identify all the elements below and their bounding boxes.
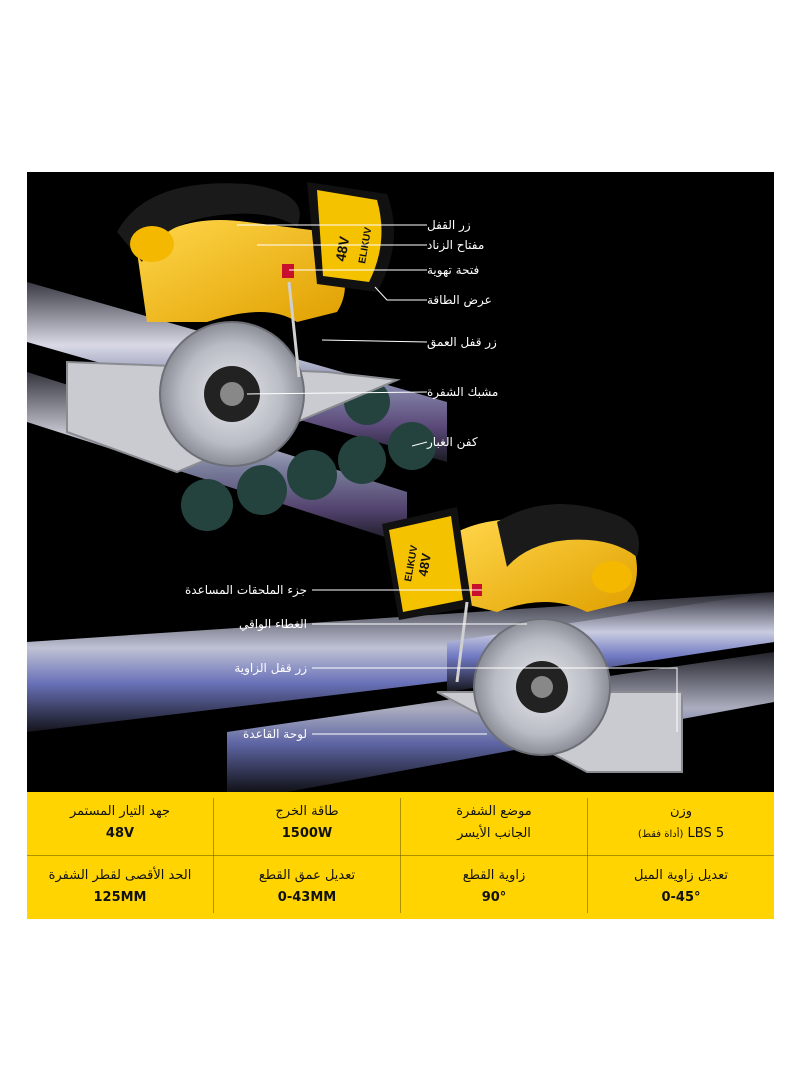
circular-saw-illustration: 48V ELIKUV 48V EL	[27, 182, 774, 792]
callout-blade-clamp: مشبك الشفرة	[427, 385, 499, 399]
callout-vent: فتحة تهوية	[427, 263, 480, 277]
blade-clamp-top	[220, 382, 244, 406]
callout-accessory-part: جزء الملحقات المساعدة	[184, 583, 307, 597]
battery-voltage-bottom: 48V	[415, 552, 434, 578]
battery-voltage-top: 48V	[332, 235, 352, 263]
product-illustration: 48V ELIKUV 48V EL	[27, 172, 774, 792]
callout-lock-button: زر القفل	[427, 218, 471, 232]
spec-max-blade-diameter: الحد الأقصى لقطر الشفرة 125MM	[48, 868, 192, 905]
saw-bottom: 48V ELIKUV	[382, 504, 683, 773]
callout-dust-port: كفن الغبار	[427, 435, 478, 449]
spec-weight: وزن 5 LBS (أداة فقط)	[637, 804, 725, 841]
spec-dc-voltage: جهد التيار المستمر 48V	[69, 804, 171, 841]
spec-table: جهد التيار المستمر 48V طاقة الخرج 1500W …	[27, 792, 774, 919]
callout-guard: الغطاء الواقي	[239, 617, 307, 631]
spec-cut-depth: تعديل عمق القطع 0-43MM	[258, 868, 356, 905]
callout-angle-lock: زر قفل الزاوية	[234, 661, 307, 675]
spec-weight-value: 5 LBS	[687, 826, 725, 841]
callout-lines-top	[237, 224, 428, 447]
spec-blade-position: موضع الشفرة الجانب الأيسر	[456, 804, 532, 841]
spec-weight-note: (أداة فقط)	[637, 829, 684, 840]
spec-output-power: طاقة الخرج 1500W	[275, 804, 339, 841]
spec-bevel-adjust: تعديل زاوية الميل 0-45°	[633, 868, 729, 905]
callout-depth-lock: زر قفل العمق	[427, 335, 497, 349]
handle-top	[117, 183, 300, 262]
spec-cut-angle: زاوية القطع 90°	[462, 868, 526, 905]
callout-power-display: عرض الطاقة	[427, 293, 492, 307]
callout-trigger-switch: مفتاح الزناد	[427, 238, 485, 252]
callout-base-plate: لوحة القاعدة	[243, 727, 307, 741]
power-display-top	[282, 264, 294, 278]
callout-lines-bottom	[312, 589, 678, 735]
